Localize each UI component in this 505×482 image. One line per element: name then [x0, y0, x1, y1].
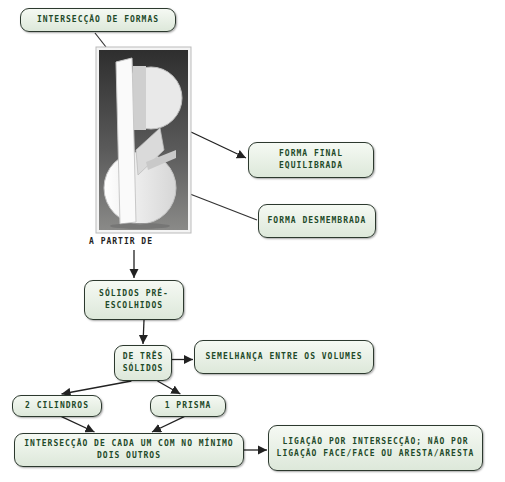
leader-line: [190, 194, 257, 220]
box-text: 2 CILINDROS: [25, 400, 89, 412]
box-text: FORMA DESMEMBRADA: [268, 215, 367, 227]
photo-frame: [96, 47, 191, 233]
flow-arrow: [172, 359, 193, 360]
leader-arrow: [133, 250, 134, 278]
leader-line: [95, 33, 106, 47]
flow-arrow: [62, 417, 95, 432]
flow-arrow: [158, 381, 181, 394]
sculpture-illustration: [104, 58, 182, 229]
box-text: LIGAÇÃO POR INTERSECÇÃO; NÃO POR LIGAÇÃO…: [275, 436, 476, 459]
box-text: SEMELHANÇA ENTRE OS VOLUMES: [205, 351, 362, 363]
process-box: SÓLIDOS PRÉ-ESCOLHIDOS: [84, 280, 184, 320]
process-box: INTERSECÇÃO DE FORMAS: [20, 8, 176, 32]
flow-arrow: [62, 381, 132, 394]
process-box: DE TRÊS SÓLIDOS: [114, 345, 172, 381]
process-box: 2 CILINDROS: [12, 395, 102, 417]
leader-arrow: [191, 132, 246, 158]
box-text: SÓLIDOS PRÉ-ESCOLHIDOS: [91, 288, 177, 311]
process-box: LIGAÇÃO POR INTERSECÇÃO; NÃO POR LIGAÇÃO…: [268, 425, 483, 471]
process-box: SEMELHANÇA ENTRE OS VOLUMES: [194, 340, 374, 374]
process-box: 1 PRISMA: [150, 395, 226, 417]
box-text: DE TRÊS SÓLIDOS: [121, 351, 165, 374]
photo-background: [99, 50, 188, 230]
caption-label: A PARTIR DE: [88, 237, 154, 246]
flow-arrow: [152, 417, 184, 432]
flow-arrow: [143, 320, 144, 344]
process-box: INTERSECÇÃO DE CADA UM COM NO MÍNIMO DOI…: [14, 433, 244, 467]
box-text: FORMA FINAL EQUILIBRADA: [255, 148, 367, 171]
box-text: INTERSECÇÃO DE CADA UM COM NO MÍNIMO DOI…: [21, 438, 237, 461]
process-box: FORMA FINAL EQUILIBRADA: [248, 142, 374, 178]
flow-arrow: [244, 449, 267, 450]
process-box: FORMA DESMEMBRADA: [258, 204, 376, 238]
box-text: 1 PRISMA: [165, 400, 212, 412]
box-text: INTERSECÇÃO DE FORMAS: [37, 14, 159, 26]
